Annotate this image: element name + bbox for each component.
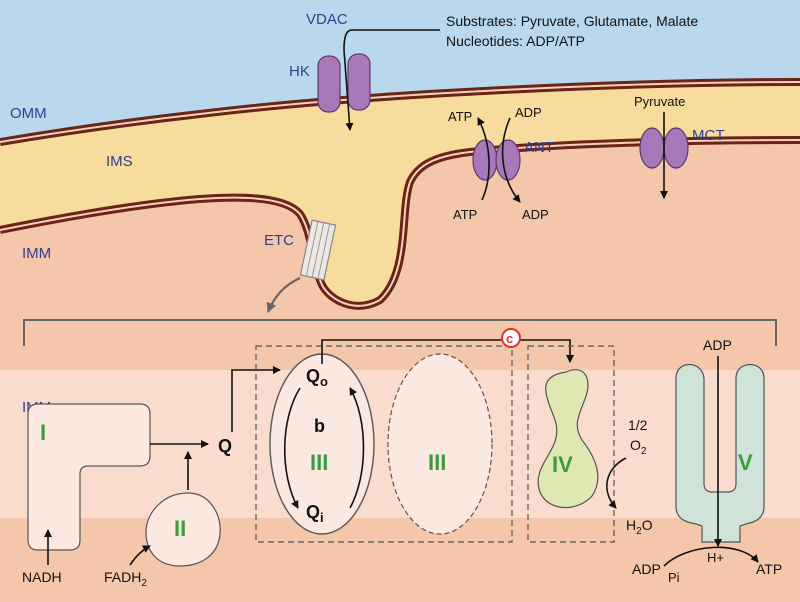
adp-top-label: ADP: [703, 337, 732, 353]
pi-label: Pi: [668, 570, 680, 585]
etc-label: ETC: [264, 232, 294, 249]
qi-label: Qi: [306, 502, 324, 525]
outer-membrane-core: [0, 81, 800, 143]
substrates-label: Substrates: Pyruvate, Glutamate, Malate: [446, 13, 698, 29]
complex-v: [675, 363, 765, 543]
mct-label: MCT: [692, 127, 725, 144]
h-plus-label: H+: [707, 550, 724, 565]
zoom-bracket: [23, 319, 777, 346]
heme-b-label: b: [314, 416, 325, 436]
complex-iii-monomer-b: [387, 353, 493, 535]
omm-label: OMM: [10, 105, 47, 122]
complex-iv-label: IV: [552, 452, 573, 477]
nucleotides-label: Nucleotides: ADP/ATP: [446, 33, 585, 49]
fadh2-label: FADH2: [104, 569, 147, 589]
ant-label: ANT: [524, 139, 554, 156]
half-label: 1/2: [628, 417, 648, 433]
cytosol-background: [0, 0, 800, 140]
complex-iii-a-label: III: [310, 450, 328, 475]
qo-label: Qo: [306, 366, 328, 389]
ant-atp-arrow: [477, 117, 490, 201]
hk-label: HK: [289, 63, 310, 80]
ims-label: IMS: [106, 153, 133, 170]
complex-i-label: I: [40, 420, 46, 445]
complex-v-label: V: [738, 450, 753, 475]
pyruvate-label: Pyruvate: [634, 94, 685, 109]
etc-box: [299, 219, 337, 281]
complex-iv: [537, 369, 599, 509]
cytochrome-c-icon: [501, 328, 521, 348]
vdac-arrow: [343, 29, 440, 131]
cytochrome-c-label: c: [506, 331, 513, 346]
mct-channel: [639, 127, 689, 169]
ant-channel: [472, 139, 521, 181]
inner-membrane-core: [0, 139, 800, 307]
q-cycle-down-arrow: [283, 387, 301, 509]
ant-atp-out-label: ATP: [448, 109, 472, 124]
atp-synthesis-arrow: [663, 546, 759, 567]
ant-adp-in-label: ADP: [515, 105, 542, 120]
q-label: Q: [218, 436, 232, 456]
complex-iii-b-label: III: [428, 450, 446, 475]
q-to-complex-iii-arrow: [231, 366, 281, 432]
complex-ii-label: II: [174, 516, 186, 541]
ant-adp-arrow: [501, 117, 521, 203]
etc-zoom-arrow: [266, 277, 301, 313]
complex-ii: [145, 492, 221, 567]
q-cycle-up-arrow: [349, 387, 365, 509]
complex-iii-box: [255, 345, 513, 543]
imm-top-label: IMM: [22, 245, 51, 262]
h2o-label: H2O: [626, 517, 653, 537]
vdac-label: VDAC: [306, 11, 348, 28]
ant-atp-in-label: ATP: [453, 207, 477, 222]
ant-adp-out-label: ADP: [522, 207, 549, 222]
adp-bottom-label: ADP: [632, 561, 661, 577]
fadh2-arrow: [129, 545, 151, 566]
intermembrane-space: [0, 82, 800, 306]
o2-label: O2: [630, 437, 647, 457]
o2-reduction-arrow: [606, 457, 627, 509]
nadh-label: NADH: [22, 569, 62, 585]
atp-final-label: ATP: [756, 561, 782, 577]
complex-i: [27, 403, 151, 551]
complex-iv-box: [527, 345, 615, 543]
vdac-channel: [317, 53, 371, 113]
cyt-c-arrow: [321, 339, 574, 364]
